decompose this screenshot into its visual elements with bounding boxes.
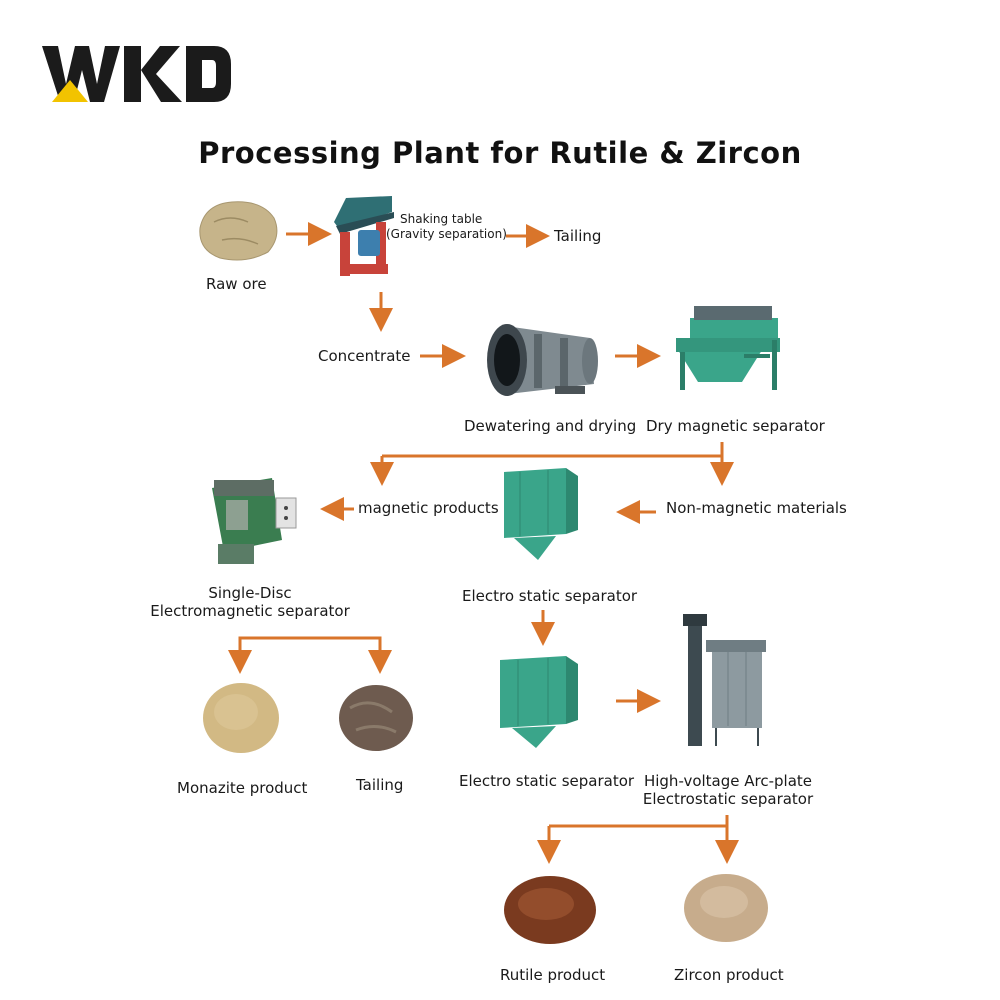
electro-static-separator-image-1 (504, 468, 578, 560)
tailing-label-1: Tailing (554, 227, 602, 245)
raw-ore-image (199, 201, 278, 261)
magnetic-products-label: magnetic products (358, 499, 499, 517)
electro-static-label-1: Electro static separator (462, 587, 638, 605)
dewatering-label: Dewatering and drying (464, 417, 637, 435)
zircon-label: Zircon product (674, 966, 784, 984)
shaking-table-label: Shaking table (400, 212, 483, 226)
monazite-label: Monazite product (177, 779, 308, 797)
shaking-table-image (334, 196, 394, 276)
high-voltage-label-line2: Electrostatic separator (642, 790, 814, 808)
single-disc-label-line1: Single-Disc (208, 584, 292, 602)
electro-static-label-2: Electro static separator (459, 772, 635, 790)
single-disc-separator-image (212, 478, 297, 564)
gravity-separation-label: (Gravity separation) (386, 227, 507, 241)
electro-static-separator-image-2 (500, 656, 578, 748)
single-disc-label-line2: Electromagnetic separator (150, 602, 350, 620)
high-voltage-separator-image (683, 614, 766, 746)
raw-ore-label: Raw ore (206, 275, 267, 293)
tailing-product-image (339, 685, 413, 751)
page-title: Processing Plant for Rutile & Zircon (198, 136, 802, 170)
flow-arrows (228, 222, 739, 864)
dry-magnetic-label: Dry magnetic separator (646, 417, 825, 435)
dry-magnetic-separator-image (676, 306, 780, 390)
rutile-label: Rutile product (500, 966, 606, 984)
tailing-label-2: Tailing (356, 776, 404, 794)
rotary-dryer-image (487, 324, 598, 396)
concentrate-label: Concentrate (318, 347, 411, 365)
non-magnetic-label: Non-magnetic materials (666, 499, 847, 517)
high-voltage-label-line1: High-voltage Arc-plate (643, 772, 813, 790)
wkd-logo (42, 46, 231, 102)
